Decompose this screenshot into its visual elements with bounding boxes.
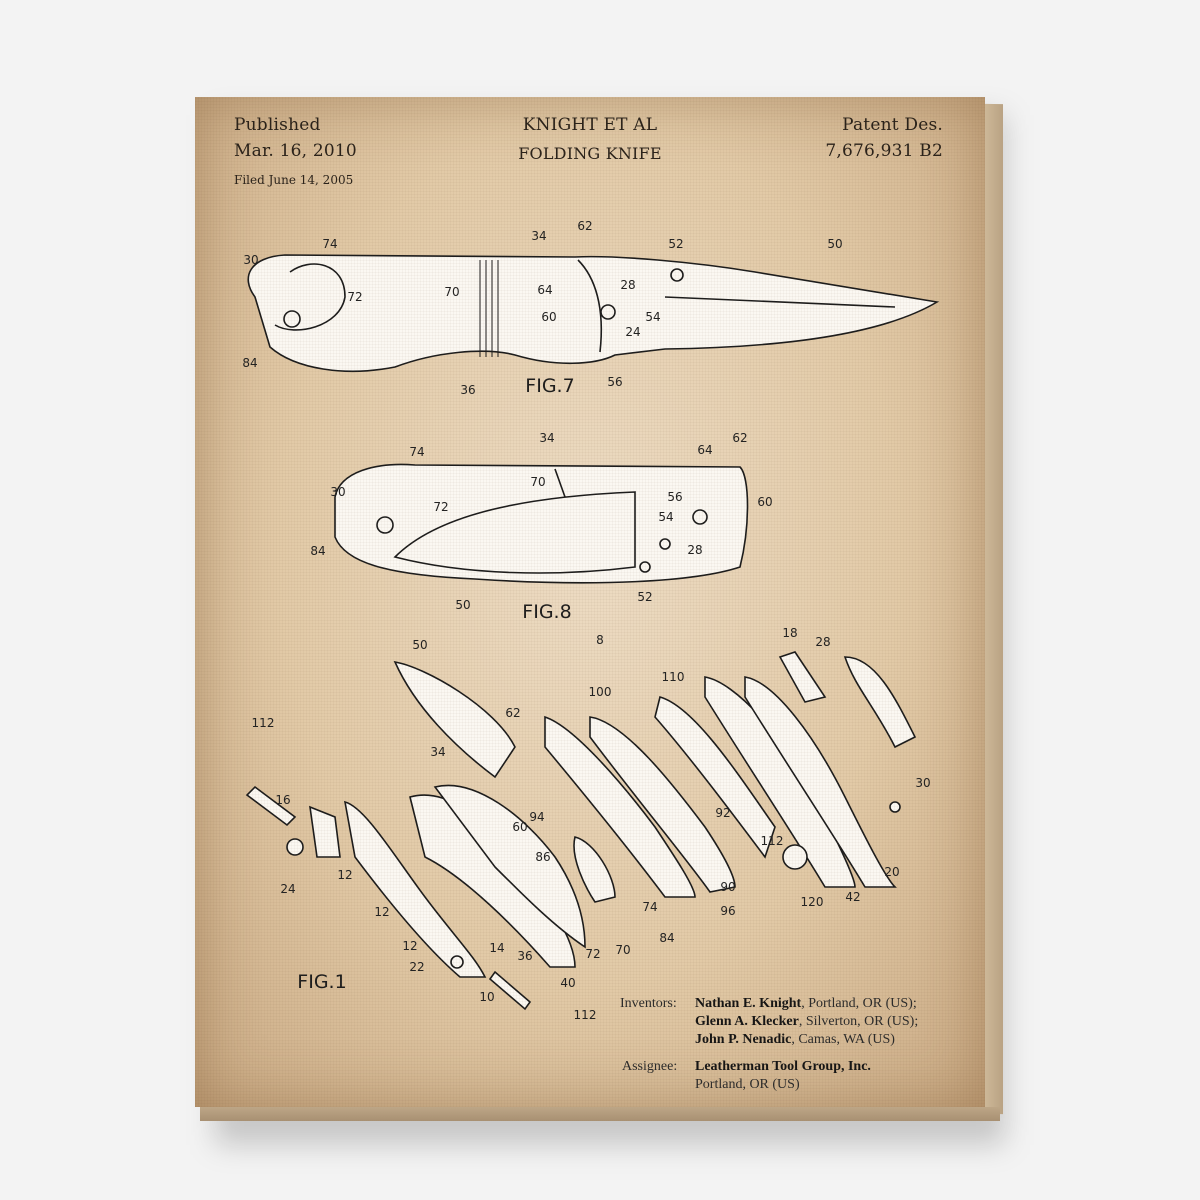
ref-numeral: 54 (658, 510, 674, 524)
ref-numeral: 10 (479, 990, 495, 1004)
ref-numeral: 50 (412, 638, 428, 652)
ref-numeral: 96 (720, 904, 736, 918)
ref-numeral: 28 (687, 543, 703, 557)
ref-numeral: 12 (337, 868, 353, 882)
ref-numeral: 60 (512, 820, 528, 834)
patent-canvas-print: Published Mar. 16, 2010 Filed June 14, 2… (195, 97, 985, 1107)
ref-numeral: 42 (845, 890, 861, 904)
ref-numeral: 90 (720, 880, 736, 894)
ref-numeral: 52 (637, 590, 653, 604)
filed-date: Filed June 14, 2005 (234, 173, 354, 187)
fig8-knife (334, 463, 749, 584)
patent-number: 7,676,931 B2 (825, 141, 943, 161)
published-date: Mar. 16, 2010 (234, 141, 357, 161)
ref-numeral: 84 (310, 544, 326, 558)
ref-numeral: 60 (757, 495, 773, 509)
assignee-name: Leatherman Tool Group, Inc. (695, 1059, 871, 1074)
ref-numeral: 86 (535, 850, 551, 864)
patent-drawing (245, 254, 940, 1011)
inventor-place: , Portland, OR (US); (801, 996, 917, 1011)
ref-numeral: 30 (330, 485, 346, 499)
fig8-label: FIG.8 (522, 601, 572, 623)
ref-numeral: 84 (242, 356, 258, 370)
ref-numeral: 36 (517, 949, 533, 963)
ref-numeral: 28 (815, 635, 831, 649)
ref-numeral: 84 (659, 931, 675, 945)
fig7-label: FIG.7 (525, 375, 575, 397)
assignee-label: Assignee: (622, 1059, 678, 1074)
ref-numeral: 20 (884, 865, 900, 879)
canvas-edge-bottom (200, 1107, 1000, 1121)
ref-numeral: 62 (577, 219, 593, 233)
ref-numeral: 56 (667, 490, 683, 504)
inventor-name: John P. Nenadic (695, 1032, 792, 1047)
ref-numeral: 112 (760, 834, 784, 848)
fig7-knife (247, 254, 940, 372)
ref-numeral: 62 (505, 706, 521, 720)
ref-numeral: 14 (489, 941, 505, 955)
ref-numeral: 64 (537, 283, 553, 297)
ref-numeral: 62 (732, 431, 748, 445)
ref-numeral: 8 (596, 633, 604, 647)
ref-numeral: 52 (668, 237, 684, 251)
ref-numeral: 24 (280, 882, 296, 896)
ref-numeral: 34 (531, 229, 547, 243)
ref-numeral: 72 (347, 290, 363, 304)
ref-numeral: 50 (455, 598, 471, 612)
published-label: Published (234, 115, 321, 135)
assignee-block: Assignee: Leatherman Tool Group, Inc. Por… (622, 1058, 871, 1094)
fig1-exploded-view (245, 651, 917, 1011)
ref-numeral: 54 (645, 310, 661, 324)
inventor-short: KNIGHT ET AL (522, 115, 658, 135)
inventor-place: , Silverton, OR (US); (798, 1014, 919, 1029)
assignee-place: Portland, OR (US) (695, 1077, 800, 1092)
patent-label: Patent Des. (842, 115, 943, 135)
ref-numeral: 24 (625, 325, 641, 339)
ref-numeral: 70 (530, 475, 546, 489)
ref-numeral: 60 (541, 310, 557, 324)
ref-numeral: 100 (588, 685, 612, 699)
ref-numeral: 112 (251, 716, 275, 730)
ref-numeral: 64 (697, 443, 713, 457)
ref-numeral: 34 (539, 431, 555, 445)
ref-numeral: 72 (585, 947, 601, 961)
ref-numeral: 36 (460, 383, 476, 397)
ref-numeral: 30 (243, 253, 259, 267)
ref-numeral: 40 (560, 976, 576, 990)
ref-numeral: 112 (573, 1008, 597, 1022)
ref-numeral: 74 (642, 900, 658, 914)
ref-numeral: 70 (615, 943, 631, 957)
canvas-edge (985, 103, 1003, 1115)
ref-numeral: 16 (275, 793, 291, 807)
fig1-label: FIG.1 (297, 971, 347, 993)
ref-numeral: 30 (915, 776, 931, 790)
ref-numeral: 120 (800, 895, 824, 909)
inventors-block: Inventors: Nathan E. Knight, Portland, OR… (620, 995, 918, 1049)
ref-numeral: 74 (322, 237, 338, 251)
ref-numeral: 12 (402, 939, 418, 953)
inventor-name: Nathan E. Knight (695, 996, 802, 1011)
ref-numeral: 22 (409, 960, 425, 974)
ref-numeral: 94 (529, 810, 545, 824)
ref-numeral: 110 (661, 670, 685, 684)
inventors-label: Inventors: (620, 996, 677, 1011)
ref-numeral: 34 (430, 745, 446, 759)
ref-numeral: 56 (607, 375, 623, 389)
inventor-place: , Camas, WA (US) (791, 1032, 895, 1047)
inventor-name: Glenn A. Klecker (695, 1014, 799, 1029)
ref-numeral: 28 (620, 278, 636, 292)
ref-numeral: 50 (827, 237, 843, 251)
ref-numeral: 12 (374, 905, 390, 919)
ref-numeral: 72 (433, 500, 449, 514)
patent-title: FOLDING KNIFE (518, 144, 662, 163)
ref-numeral: 92 (715, 806, 731, 820)
ref-numeral: 70 (444, 285, 460, 299)
ref-numeral: 74 (409, 445, 425, 459)
ref-numeral: 18 (782, 626, 798, 640)
